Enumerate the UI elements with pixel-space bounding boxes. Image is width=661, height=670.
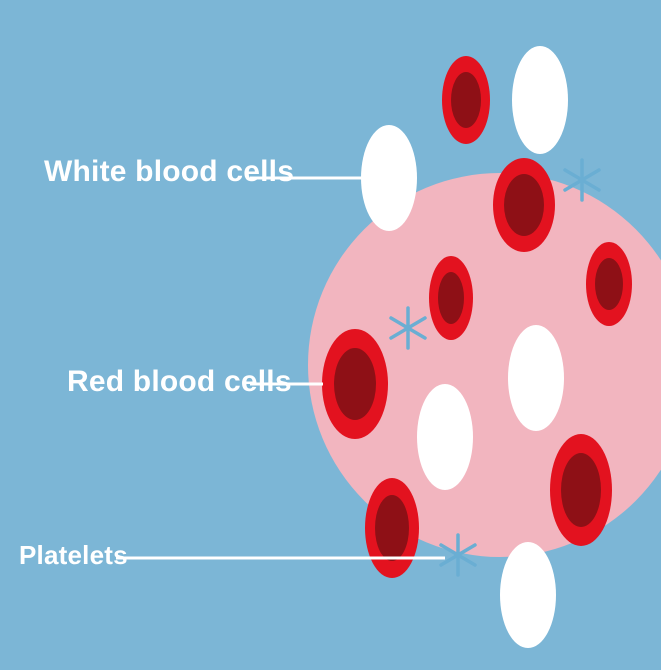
red-blood-cell [550,434,612,546]
white-blood-cell [508,325,564,431]
red-blood-cell [586,242,632,326]
red-blood-cells-label: Red blood cells [67,365,292,399]
red-blood-cell [493,158,555,252]
white-blood-cells-label: White blood cells [44,155,294,189]
red-blood-cell [442,56,490,144]
white-blood-cell [500,542,556,648]
red-blood-cell [365,478,419,578]
red-blood-cell [322,329,388,439]
white-blood-cell [512,46,568,154]
white-blood-cell [417,384,473,490]
platelets-label: Platelets [19,540,128,571]
red-blood-cell [429,256,473,340]
white-blood-cell [361,125,417,231]
